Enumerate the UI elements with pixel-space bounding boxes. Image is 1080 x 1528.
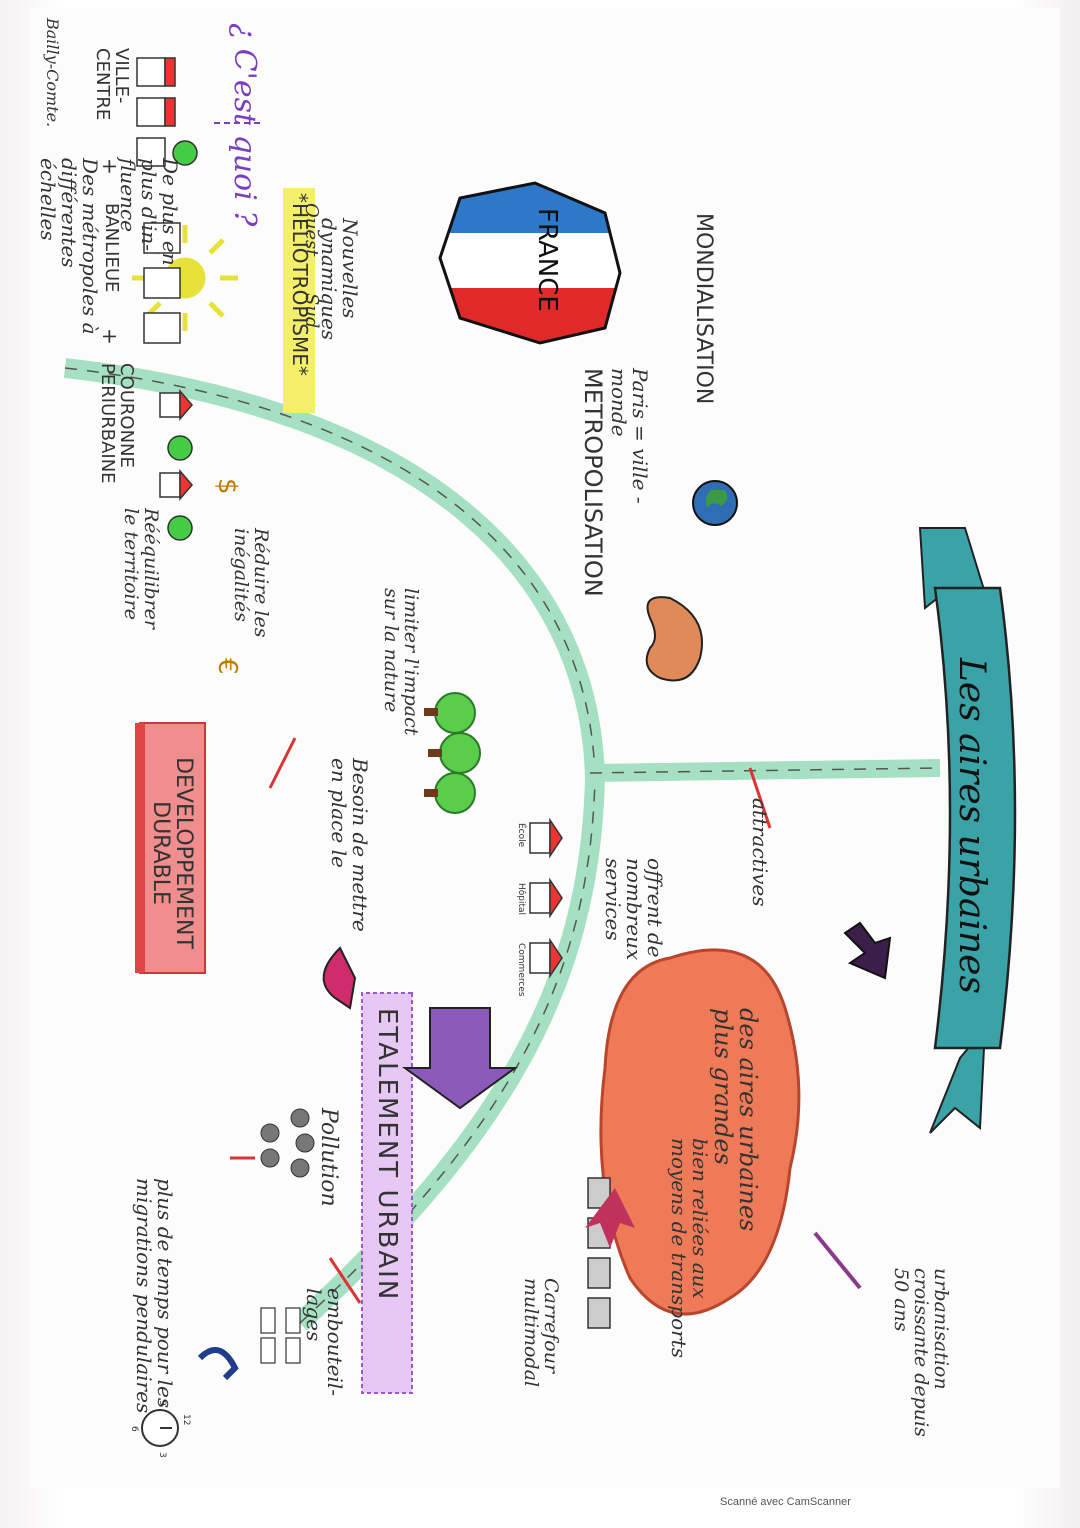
clock-12: 12 [181,1414,191,1426]
reliees-label: bien reliées aux moyens de transports [667,1138,712,1359]
signature: Bailly-Comte. [43,18,62,128]
services-buildings [529,817,563,979]
arrow-embouteillages [328,1257,362,1304]
traffic-cars [260,1307,301,1364]
road-dashes [64,367,596,1324]
dark-arrow-icon [843,921,892,980]
blob-aires-plus-grandes [599,948,801,1316]
paper-sheet: Les aires urbaines ¿ C'est quoi ? VILLE-… [30,8,1060,1488]
trees-icon [424,692,481,814]
arrow-reduire [268,737,297,789]
question-text: ¿ C'est quoi ? [227,23,262,227]
embouteillages-label: embouteil-lages [302,1288,347,1396]
heliotropisme-highlight [283,188,315,413]
mind-map-drawing [63,57,1017,1447]
influence-label: De plus en plus d'in-fluence [116,158,182,266]
plus-grandes-label: des aires urbaines plus grandes [708,1008,762,1232]
couronne-label: COURONNE PERIURBAINE [97,363,137,484]
blue-arrow-icon [197,1347,239,1381]
red-arrow-icon [585,1188,635,1248]
clock-9: 9 [157,1400,167,1406]
magenta-arrow-icon [322,946,357,1010]
dev-durable-shadow [135,723,145,973]
etalement-box [361,992,413,1394]
arrow-attractives [748,767,772,829]
pollution-clouds [260,1108,315,1178]
france-flag [438,181,622,345]
besoin-label: Besoin de mettre en place le [327,758,372,932]
arrow-urbanisation [813,1231,862,1290]
buildings-ville-centre [136,57,198,167]
title-banner [933,586,1017,1050]
dev-durable-label: DEVELOPPEMENT DURABLE [147,757,196,949]
dynamiques-label: Nouvelles dynamiques [317,218,362,341]
euro-icon: € [212,658,242,675]
shop-ecole: École [516,823,526,848]
muscle-arm-icon [645,596,703,682]
mondialisation-label: MONDIALISATION [691,213,716,405]
plus-sign-2: + [98,328,122,345]
dollar-icon: $ [212,478,242,495]
houses-periurbain [159,388,193,541]
reequilibrer-label: Rééquilibrer le territoire [120,508,162,629]
urbanisation-label: urbanisation croissante depuis 50 ans [890,1268,952,1437]
clock-3: 3 [157,1452,167,1458]
carrefour-label: Carrefour multimodal [520,1278,562,1388]
road-trunk-dashes [589,767,941,774]
metropolisation-label: METROPOLISATION [579,368,607,597]
offrent-label: offrent de nombreux services [601,858,667,961]
heliotropisme-label: *HELIOTROPISME* [288,193,312,376]
clock-6: 6 [129,1426,139,1432]
title-text: Les aires urbaines [951,658,992,994]
france-label: FRANCE [532,208,562,312]
mind-map: Les aires urbaines ¿ C'est quoi ? VILLE-… [30,8,1060,1488]
etalement-label: ETALEMENT URBAIN [372,1008,402,1302]
purple-arrow-icon [401,1007,519,1110]
globe-land [705,490,728,508]
buildings-banlieue [143,222,181,344]
limiter-label: limiter l'impact sur la nature [380,588,422,736]
metropoles-label: Des métropoles à différentes échelles [36,158,102,335]
paris-label: Paris = ville - monde [607,368,652,504]
attractives-label: attractives [748,798,772,907]
ville-centre-label: VILLE-CENTRE [92,48,132,121]
shop-commerces: Commerces [516,943,526,997]
shop-hopital: Hôpital [516,883,526,916]
migrations-label: plus de temps pour les migrations pendul… [132,1178,177,1414]
pollution-label: Pollution [316,1108,341,1207]
reduire-label: Réduire les inégalités [230,528,272,638]
scanner-watermark: Scanné avec CamScanner [720,1496,851,1508]
